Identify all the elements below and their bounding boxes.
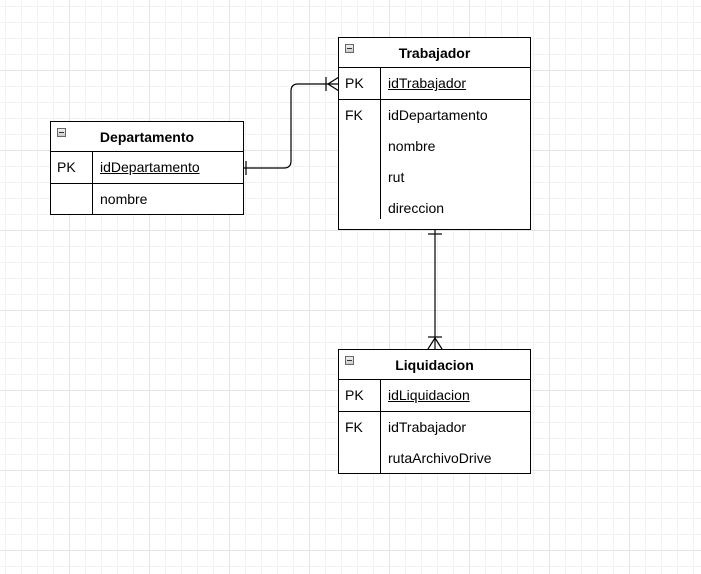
key-label: [51, 184, 93, 215]
key-label: PK: [339, 68, 381, 99]
key-label: [339, 193, 381, 219]
field-name: idLiquidacion: [388, 387, 470, 403]
field-name: idTrabajador: [388, 75, 467, 91]
attribute-row[interactable]: nombre: [339, 131, 530, 162]
fk-row[interactable]: FK idTrabajador: [339, 412, 530, 443]
field-name: nombre: [100, 191, 148, 207]
field-name: idDepartamento: [100, 159, 200, 175]
attribute-row[interactable]: nombre: [51, 184, 243, 215]
pk-row[interactable]: PK idDepartamento: [51, 152, 243, 184]
field-name: direccion: [388, 200, 445, 216]
field-name: rutaArchivoDrive: [388, 450, 492, 466]
entity-departamento[interactable]: Departamento PK idDepartamento nombre: [50, 121, 244, 215]
collapse-icon[interactable]: [345, 356, 354, 365]
key-label: PK: [51, 152, 93, 183]
field-name: nombre: [388, 138, 436, 154]
field-name: idDepartamento: [388, 107, 488, 123]
field-name: rut: [388, 169, 405, 185]
pk-row[interactable]: PK idLiquidacion: [339, 380, 530, 412]
connector-departamento-trabajador[interactable]: [243, 76, 340, 175]
key-label: PK: [339, 380, 381, 411]
attribute-row[interactable]: direccion: [339, 193, 530, 224]
key-label: FK: [339, 100, 381, 131]
fk-row[interactable]: FK idDepartamento: [339, 100, 530, 131]
collapse-icon[interactable]: [345, 44, 354, 53]
entity-title: Departamento: [99, 129, 195, 145]
entity-header: Liquidacion: [339, 350, 530, 380]
entity-header: Trabajador: [339, 38, 530, 68]
key-label: [339, 443, 381, 474]
attribute-row[interactable]: rutaArchivoDrive: [339, 443, 530, 474]
entity-title: Trabajador: [398, 45, 471, 61]
entity-title: Liquidacion: [395, 357, 474, 373]
entity-liquidacion[interactable]: Liquidacion PK idLiquidacion FK idTrabaj…: [338, 349, 531, 474]
attribute-row[interactable]: rut: [339, 162, 530, 193]
connector-trabajador-liquidacion[interactable]: [427, 230, 443, 350]
key-label: [339, 162, 381, 193]
entity-header: Departamento: [51, 122, 243, 152]
field-name: idTrabajador: [388, 419, 467, 435]
collapse-icon[interactable]: [57, 128, 66, 137]
pk-row[interactable]: PK idTrabajador: [339, 68, 530, 100]
key-label: [339, 131, 381, 162]
key-label: FK: [339, 412, 381, 443]
entity-trabajador[interactable]: Trabajador PK idTrabajador FK idDepartam…: [338, 37, 531, 230]
